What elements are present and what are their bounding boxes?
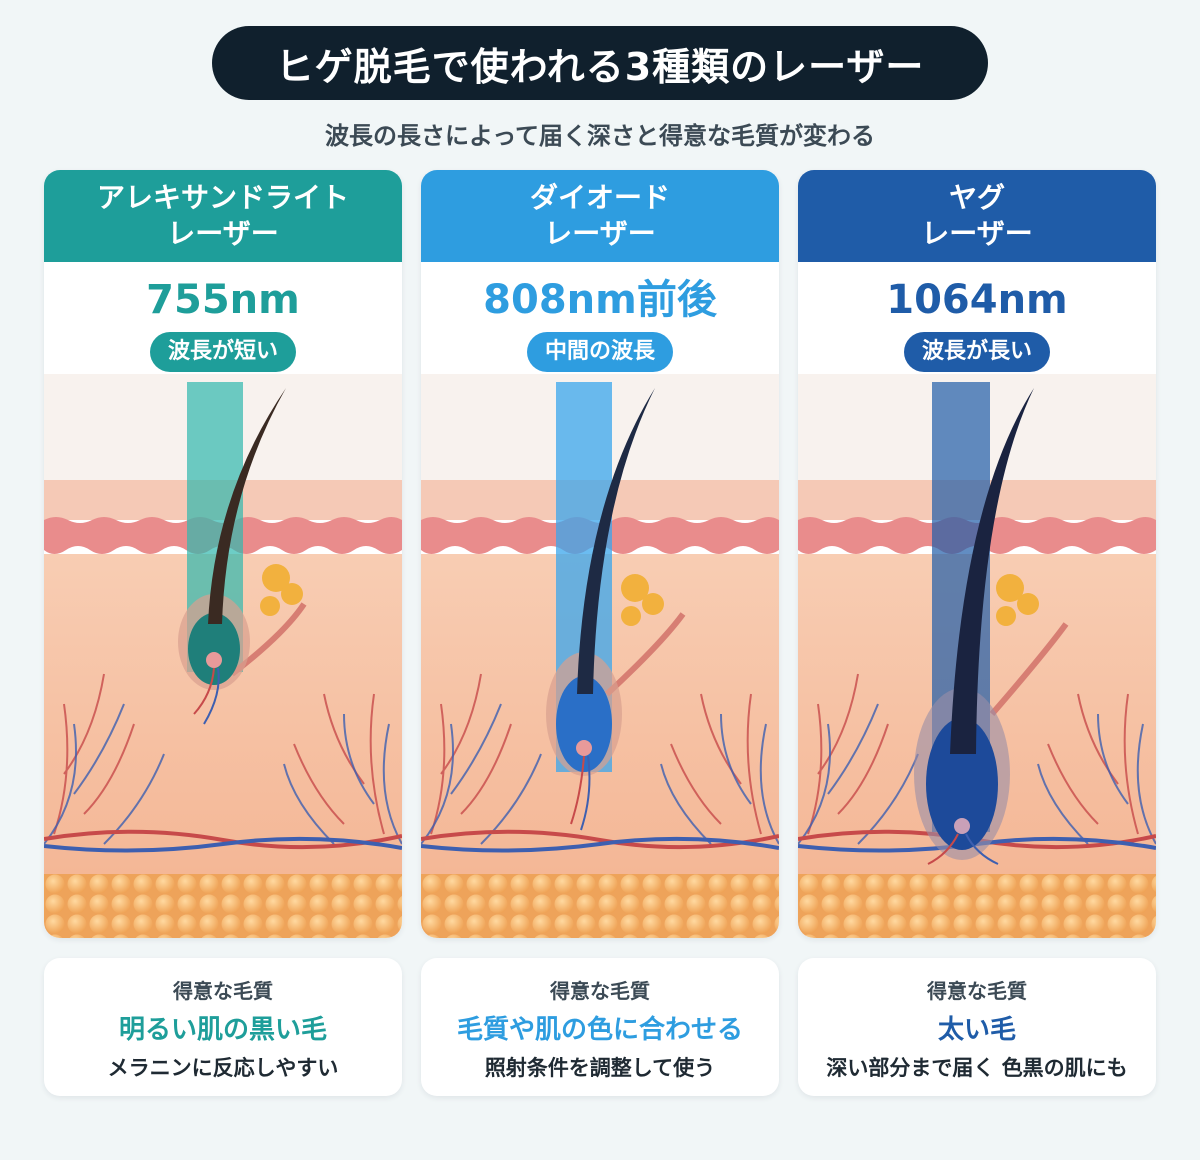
hair-type-description: 深い部分まで届く 色黒の肌にも — [826, 1056, 1128, 1080]
hair-type-description: 照射条件を調整して使う — [484, 1056, 716, 1080]
laser-name-line2: レーザー — [544, 217, 656, 250]
hair-type-card: 得意な毛質 太い毛 深い部分まで届く 色黒の肌にも — [798, 958, 1156, 1096]
hair-shaft — [950, 388, 1034, 754]
page-title-text: ヒゲ脱毛で使われる3種類のレーザー — [275, 44, 925, 89]
laser-card: ダイオード レーザー 808nm前後 中間の波長 — [421, 170, 779, 938]
hair-bulb — [188, 613, 240, 685]
page-title: ヒゲ脱毛で使われる3種類のレーザー — [212, 26, 988, 100]
blood-vessels-blue — [44, 703, 402, 845]
hair-type-value: 毛質や肌の色に合わせる — [456, 1015, 743, 1045]
wavelength-note-badge: 波長が長い — [903, 332, 1050, 372]
laser-name-line1: ヤグ — [948, 181, 1005, 214]
hair-shaft — [577, 388, 655, 694]
hair-type-label: 得意な毛質 — [927, 979, 1027, 1003]
skin-cross-section-illustration — [421, 374, 779, 938]
hair-type-value: 太い毛 — [937, 1015, 1016, 1045]
fat-layer — [44, 874, 402, 938]
hair-type-card: 得意な毛質 明るい肌の黒い毛 メラニンに反応しやすい — [44, 958, 402, 1096]
laser-column-diode: ダイオード レーザー 808nm前後 中間の波長 — [421, 170, 779, 1096]
sebaceous-gland — [260, 564, 303, 616]
hair-bulb — [926, 718, 998, 850]
wavelength-note-badge: 中間の波長 — [526, 332, 673, 372]
hair-type-label: 得意な毛質 — [173, 979, 273, 1003]
laser-name-line2: レーザー — [921, 217, 1033, 250]
laser-name-header: ダイオード レーザー — [421, 170, 779, 262]
skin-cross-section-illustration — [798, 374, 1156, 938]
laser-name-header: アレキサンドライト レーザー — [44, 170, 402, 262]
hair-shaft — [208, 388, 286, 624]
laser-name-line2: レーザー — [167, 217, 279, 250]
laser-card: ヤグ レーザー 1064nm 波長が長い — [798, 170, 1156, 938]
laser-card: アレキサンドライト レーザー 755nm 波長が短い — [44, 170, 402, 938]
wavelength-note-badge: 波長が短い — [149, 332, 296, 372]
wavelength-value: 1064nm — [886, 277, 1068, 323]
laser-name-header: ヤグ レーザー — [798, 170, 1156, 262]
wavelength-value: 808nm前後 — [483, 277, 717, 323]
laser-column-yag: ヤグ レーザー 1064nm 波長が長い — [798, 170, 1156, 1096]
hair-bulb — [556, 676, 612, 772]
laser-column-alexandrite: アレキサンドライト レーザー 755nm 波長が短い — [44, 170, 402, 1096]
page-subtitle: 波長の長さによって届く深さと得意な毛質が変わる — [324, 122, 876, 150]
skin-cross-section-illustration — [44, 374, 402, 938]
hair-type-description: メラニンに反応しやすい — [107, 1056, 339, 1080]
hair-type-value: 明るい肌の黒い毛 — [118, 1015, 327, 1045]
hair-type-card: 得意な毛質 毛質や肌の色に合わせる 照射条件を調整して使う — [421, 958, 779, 1096]
laser-name-line1: ダイオード — [529, 181, 670, 214]
hair-type-label: 得意な毛質 — [550, 979, 650, 1003]
laser-name-line1: アレキサンドライト — [96, 181, 349, 214]
wavelength-value: 755nm — [146, 277, 300, 323]
